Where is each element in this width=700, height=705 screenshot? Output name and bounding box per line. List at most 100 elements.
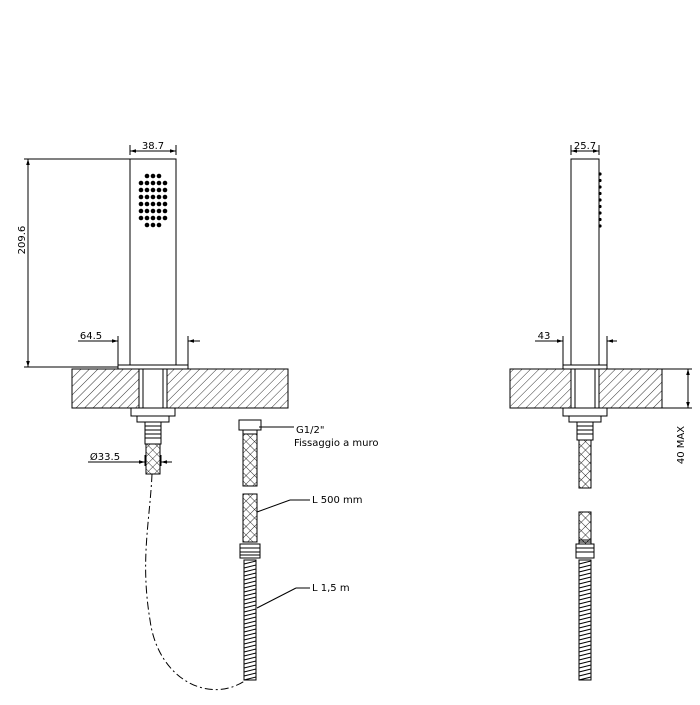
nozzle-dot (156, 187, 162, 193)
spiral-winding (578, 632, 592, 637)
spiral-winding (243, 644, 257, 649)
nozzle-dot (598, 204, 602, 209)
spiral-winding (243, 640, 257, 645)
spiral-winding (243, 672, 257, 677)
spiral-winding (578, 676, 592, 681)
dim-thread-diameter: Ø33.5 (90, 451, 120, 463)
wall-flange-front (117, 364, 189, 370)
spiral-winding (243, 648, 257, 653)
spiral-winding (243, 668, 257, 673)
threaded-connector-front (144, 421, 162, 445)
spiral-winding (578, 612, 592, 617)
spiral-winding (243, 632, 257, 637)
spiral-winding (243, 628, 257, 633)
g12-fitting (238, 419, 262, 431)
nozzle-dot (162, 215, 168, 221)
wall-flange-side (562, 364, 608, 370)
spiral-winding (578, 576, 592, 581)
nozzle-dot (598, 185, 602, 189)
callout-hose-short: L 500 mm (312, 495, 363, 506)
spiral-winding (578, 580, 592, 585)
nozzle-dot (156, 201, 162, 207)
nozzle-dot (598, 198, 602, 202)
spiral-winding (578, 636, 592, 641)
spiral-winding (243, 652, 257, 657)
nozzle-dot (144, 208, 150, 214)
nozzle-dot (150, 180, 156, 186)
dim-handle-length: 209.6 (17, 226, 28, 255)
spiral-winding (243, 604, 257, 609)
wall-section-front (71, 368, 289, 409)
spiral-winding (243, 568, 257, 573)
nozzle-dot (150, 194, 156, 200)
nozzle-dot (162, 194, 168, 200)
callout-thread: G1/2" (296, 425, 324, 436)
spiral-winding (243, 596, 257, 601)
hex-nut-front (130, 407, 176, 417)
nozzle-dot (598, 172, 602, 176)
nozzle-dot (598, 178, 602, 183)
nozzle-dot (598, 211, 602, 215)
hex-nut-side (562, 407, 608, 417)
hose-path-dashed (145, 473, 247, 691)
spiral-winding (243, 660, 257, 665)
nozzle-dot (150, 201, 156, 207)
spiral-winding (578, 604, 592, 609)
nozzle-dot (162, 208, 168, 214)
spiral-winding (578, 620, 592, 625)
spiral-winding (578, 656, 592, 661)
spiral-winding (578, 600, 592, 605)
side-nozzles (598, 172, 602, 228)
spiral-winding (243, 588, 257, 593)
spiral-winding (243, 656, 257, 661)
spiral-winding (243, 620, 257, 625)
spiral-winding (578, 628, 592, 633)
callout-mounting: Fissaggio a muro (294, 438, 379, 449)
shower-handle-front (129, 158, 177, 368)
nozzle-dot (598, 191, 602, 196)
short-hose-bottom (242, 493, 258, 543)
nozzle-dot (138, 194, 144, 200)
spiral-winding (578, 652, 592, 657)
spiral-winding (578, 644, 592, 649)
spiral-winding (578, 588, 592, 593)
nozzle-dot (144, 194, 150, 200)
spiral-winding (243, 576, 257, 581)
spiral-winding (578, 568, 592, 573)
spiral-winding (578, 564, 592, 569)
dim-wall-thickness: 40 MAX (676, 426, 687, 464)
spiral-winding (578, 624, 592, 629)
spiral-winding (243, 600, 257, 605)
nozzle-dot (150, 208, 156, 214)
spiral-winding (578, 596, 592, 601)
nozzle-dot (144, 187, 150, 193)
spiral-winding (578, 584, 592, 589)
spiral-winding (243, 608, 257, 613)
dim-wall-plate-front: 64.5 (80, 331, 102, 342)
spiral-winding (243, 636, 257, 641)
nozzle-dot (156, 173, 162, 179)
dim-handle-width-side: 25.7 (574, 141, 596, 152)
nozzle-dot (138, 180, 144, 186)
nozzle-dot (144, 222, 150, 228)
nozzle-dot (598, 217, 602, 222)
spiral-winding (578, 660, 592, 665)
spiral-winding (578, 640, 592, 645)
front-view (24, 145, 289, 475)
nozzle-dot (144, 173, 150, 179)
nozzle-dot (150, 187, 156, 193)
dim-handle-width-front: 38.7 (142, 141, 164, 152)
callout-hose-long: L 1,5 m (312, 583, 350, 594)
spiral-winding (243, 564, 257, 569)
nozzle-dot (162, 201, 168, 207)
spiral-winding (578, 668, 592, 673)
nozzle-dot (162, 180, 168, 186)
spiral-winding (243, 676, 257, 681)
spiral-winding (578, 608, 592, 613)
shower-handle-side (570, 158, 600, 368)
nozzle-dot (138, 187, 144, 193)
nozzle-dot (156, 215, 162, 221)
nozzle-grid (138, 173, 168, 228)
